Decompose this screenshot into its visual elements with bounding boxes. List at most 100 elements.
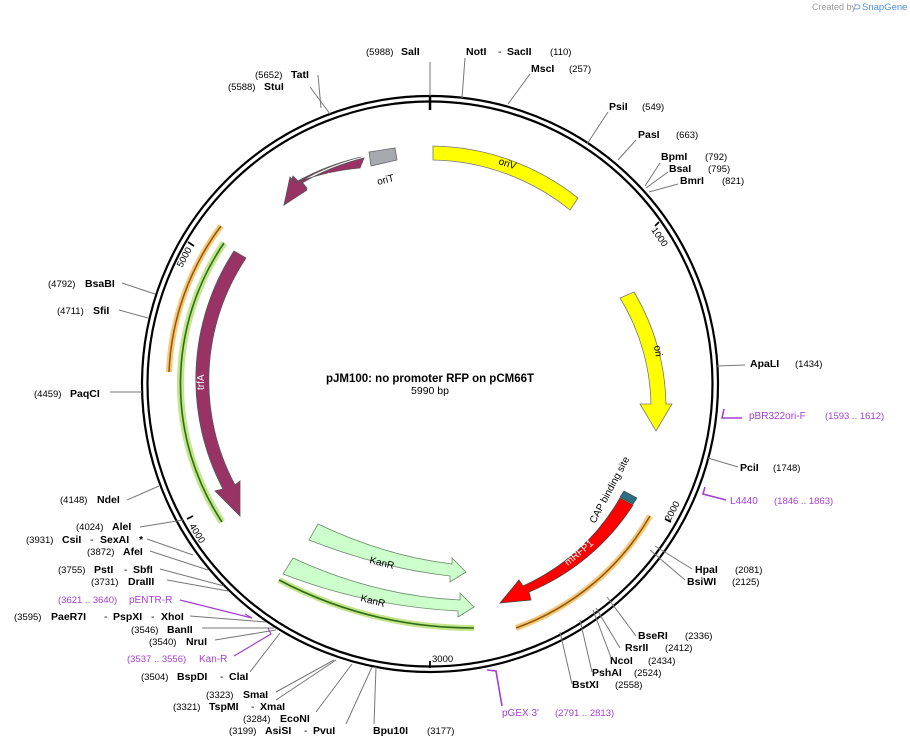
site-econi[interactable]: EcoNI bbox=[280, 713, 310, 725]
credit-prefix: Created by bbox=[812, 2, 857, 12]
site-sbfi[interactable]: SbfI bbox=[133, 564, 153, 576]
site-xmai-dash: - bbox=[251, 701, 255, 713]
site-tspmi[interactable]: TspMI bbox=[209, 701, 239, 713]
site-pspxi[interactable]: PspXI bbox=[113, 611, 142, 623]
site-tati[interactable]: TatI bbox=[291, 69, 309, 81]
primer-l4440[interactable]: L4440 bbox=[730, 496, 758, 507]
feature-trfA[interactable]: trfA bbox=[195, 250, 247, 517]
plasmid-length: 5990 bp bbox=[411, 385, 449, 397]
site-afei-pos: (3872) bbox=[87, 547, 114, 558]
site-ncoi[interactable]: NcoI bbox=[610, 655, 633, 667]
site-rsrii[interactable]: RsrII bbox=[625, 642, 648, 654]
site-draiii-pos: (3731) bbox=[91, 577, 118, 588]
site-nrui[interactable]: NruI bbox=[186, 636, 207, 648]
oriV-arrow[interactable] bbox=[432, 145, 579, 211]
leader-psii bbox=[586, 111, 609, 145]
site-psii[interactable]: PsiI bbox=[609, 101, 628, 113]
site-noti[interactable]: NotI bbox=[466, 46, 486, 58]
site-bsabi[interactable]: BsaBI bbox=[85, 278, 115, 290]
site-paer7i[interactable]: PaeR7I bbox=[51, 611, 86, 623]
leader-ncoi bbox=[592, 609, 613, 661]
primer-pentr[interactable]: pENTR-R bbox=[129, 595, 172, 606]
site-bmri[interactable]: BmrI bbox=[680, 175, 704, 187]
site-msci[interactable]: MscI bbox=[531, 63, 554, 75]
primer-kanr[interactable]: Kan-R bbox=[199, 654, 227, 665]
mRFP1-arrow[interactable] bbox=[499, 497, 634, 604]
site-pasi[interactable]: PasI bbox=[638, 129, 660, 141]
feature-mRFP1[interactable]: mRFP1 bbox=[499, 497, 634, 604]
kanr-arrow-1[interactable] bbox=[308, 523, 467, 583]
site-bpu10i[interactable]: Bpu10I bbox=[373, 725, 408, 737]
site-bsai[interactable]: BsaI bbox=[669, 163, 691, 175]
tick-label-3000: 3000 bbox=[432, 654, 453, 665]
leader-csii bbox=[146, 538, 194, 556]
cap-box[interactable] bbox=[619, 490, 638, 505]
site-xhoi[interactable]: XhoI bbox=[161, 611, 184, 623]
site-sbfi-dash: - bbox=[124, 564, 128, 576]
kanr-arrow-2[interactable] bbox=[282, 557, 475, 618]
ori-arrow[interactable] bbox=[619, 291, 673, 432]
site-pshai[interactable]: PshAI bbox=[592, 667, 622, 679]
site-clai[interactable]: ClaI bbox=[229, 671, 248, 683]
site-sacii[interactable]: SacII bbox=[507, 46, 532, 58]
site-bsiwi[interactable]: BsiWI bbox=[687, 576, 716, 588]
site-bspdi[interactable]: BspDI bbox=[177, 671, 207, 683]
leader-afei bbox=[149, 550, 209, 571]
leader-bseri bbox=[606, 596, 637, 637]
leader-pshai bbox=[579, 619, 593, 673]
site-pcii[interactable]: PciI bbox=[740, 462, 759, 474]
primer-pentr-range: (3621 .. 3640) bbox=[58, 595, 117, 606]
site-apali[interactable]: ApaLI bbox=[750, 358, 779, 370]
site-nrui-pos: (3540) bbox=[149, 637, 176, 648]
primer-mark-kanr bbox=[233, 627, 272, 657]
site-sali[interactable]: SalI bbox=[401, 46, 420, 58]
site-paqci[interactable]: PaqCI bbox=[70, 388, 100, 400]
site-csii[interactable]: CsiI bbox=[62, 534, 81, 546]
site-bsabi-pos: (4792) bbox=[48, 279, 75, 290]
primer-pgex[interactable]: pGEX 3' bbox=[502, 708, 539, 719]
site-smai[interactable]: SmaI bbox=[243, 689, 268, 701]
leader-alei bbox=[139, 519, 184, 528]
site-bpmi[interactable]: BpmI bbox=[661, 151, 687, 163]
site-afei[interactable]: AfeI bbox=[123, 546, 143, 558]
feature-ori[interactable]: ori bbox=[619, 291, 673, 432]
trfA-arrow[interactable] bbox=[195, 250, 247, 517]
leader-bmri bbox=[648, 183, 679, 193]
site-hpai[interactable]: HpaI bbox=[695, 564, 718, 576]
site-paer7i-pos: (3595) bbox=[14, 612, 41, 623]
snapgene-logo-icon: ⊃ bbox=[853, 2, 861, 13]
site-stui[interactable]: StuI bbox=[264, 81, 284, 93]
site-econi-pos: (3284) bbox=[243, 714, 270, 725]
site-banii-pos: (3546) bbox=[131, 625, 158, 636]
tick-4000 bbox=[186, 515, 194, 520]
oriT-box[interactable] bbox=[368, 147, 398, 167]
site-hpai-pos: (2081) bbox=[735, 565, 762, 576]
leader-apali bbox=[716, 364, 746, 367]
site-xmai[interactable]: XmaI bbox=[260, 701, 285, 713]
feature-kanr-1[interactable]: KanR bbox=[308, 523, 467, 583]
site-pvui[interactable]: PvuI bbox=[313, 725, 335, 737]
site-draiii[interactable]: DraIII bbox=[128, 576, 154, 588]
primer-mark-pentr bbox=[179, 599, 253, 619]
site-bseri-pos: (2336) bbox=[685, 631, 712, 642]
site-pasi-pos: (663) bbox=[676, 130, 698, 141]
site-sexai[interactable]: SexAI bbox=[100, 534, 129, 546]
primer-kanr-range: (3537 .. 3556) bbox=[127, 654, 186, 665]
site-bseri[interactable]: BseRI bbox=[638, 630, 668, 642]
site-asisi-pos: (3199) bbox=[229, 726, 256, 737]
feature-oriT[interactable]: oriT bbox=[368, 147, 398, 188]
leader-ndei bbox=[126, 485, 160, 501]
site-banii[interactable]: BanII bbox=[167, 624, 193, 636]
site-bstxi[interactable]: BstXI bbox=[572, 679, 599, 691]
site-alei[interactable]: AleI bbox=[112, 521, 131, 533]
site-sfii[interactable]: SfiI bbox=[93, 305, 109, 317]
primer-pbr322[interactable]: pBR322ori-F bbox=[749, 411, 806, 422]
site-psti[interactable]: PstI bbox=[94, 564, 113, 576]
primer-mark-pbr322 bbox=[721, 408, 742, 419]
site-ndei[interactable]: NdeI bbox=[97, 494, 120, 506]
leader-bsai bbox=[645, 171, 669, 189]
site-stui-pos: (5588) bbox=[228, 82, 255, 93]
site-asisi[interactable]: AsiSI bbox=[265, 725, 291, 737]
feature-traJ[interactable]: traJ bbox=[283, 156, 365, 207]
feature-oriV[interactable]: oriV bbox=[432, 145, 579, 211]
